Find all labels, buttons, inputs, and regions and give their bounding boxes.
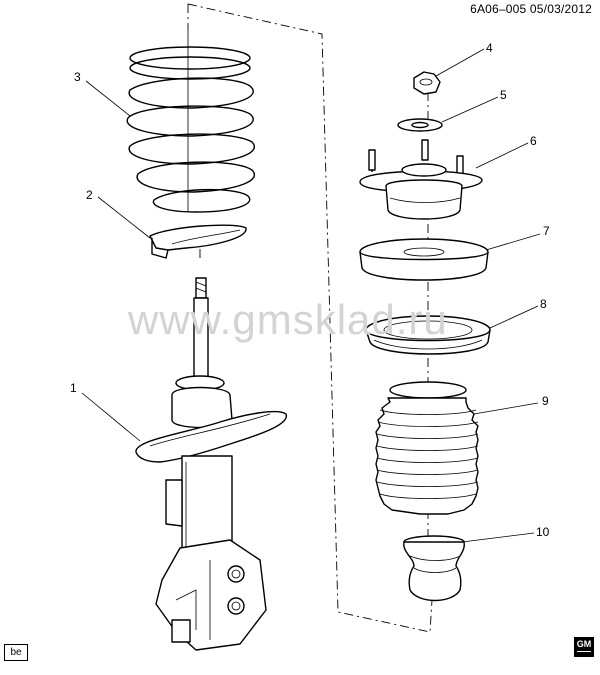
dust-boot xyxy=(375,381,479,515)
leader-8 xyxy=(489,305,539,329)
callout-3: 3 xyxy=(74,70,81,84)
leader-5 xyxy=(441,96,499,123)
callout-2: 2 xyxy=(86,188,93,202)
leader-6 xyxy=(475,142,529,169)
strut-mount xyxy=(359,139,483,220)
leader-10 xyxy=(461,532,535,543)
strut-nut xyxy=(413,71,441,95)
callout-4: 4 xyxy=(486,41,493,55)
leader-4 xyxy=(435,48,485,77)
washer xyxy=(397,118,443,132)
bump-stop xyxy=(403,535,465,602)
callout-1: 1 xyxy=(70,381,77,395)
leader-2 xyxy=(97,196,151,239)
callout-9: 9 xyxy=(542,394,549,408)
callout-6: 6 xyxy=(530,134,537,148)
strut-bearing xyxy=(365,315,491,355)
callout-5: 5 xyxy=(500,88,507,102)
leader-7 xyxy=(485,233,541,251)
leader-3 xyxy=(85,80,131,117)
language-badge: be xyxy=(4,644,28,661)
spring-insulator xyxy=(149,224,247,259)
leader-9 xyxy=(473,402,539,415)
diagram-reference-code: 6A06–005 05/03/2012 xyxy=(470,2,592,16)
callout-10: 10 xyxy=(536,525,550,539)
strut-assembly xyxy=(135,277,287,651)
callout-8: 8 xyxy=(540,297,547,311)
gm-logo: GM xyxy=(574,637,594,657)
coil-spring xyxy=(126,30,255,213)
gm-logo-underline xyxy=(577,651,591,652)
leader-1 xyxy=(81,392,141,442)
callout-7: 7 xyxy=(543,224,550,238)
watermark-text: www.gmsklad.ru xyxy=(128,296,448,343)
gm-logo-text: GM xyxy=(576,639,592,649)
spring-seat xyxy=(359,238,489,281)
